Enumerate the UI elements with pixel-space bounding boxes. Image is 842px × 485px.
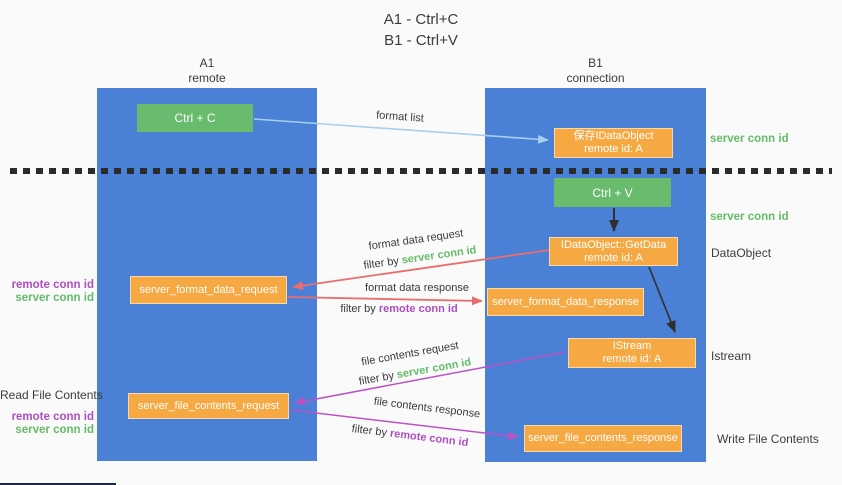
filter-by-text: filter by [357, 369, 398, 388]
server-conn-id-annotation-top: server conn id [710, 133, 789, 145]
server-conn-id-annotation-left-bottom: server conn id [15, 424, 94, 436]
file-contents-response-label: file contents response [373, 395, 481, 421]
filter-by-text: filter by [351, 422, 391, 440]
server-format-data-request-label: server_format_data_request [139, 283, 278, 296]
session-separator-dotted-line [10, 168, 832, 174]
remote-conn-id-key: remote conn id [378, 303, 458, 315]
idataobject-getdata-box: IDataObject::GetData remote id: A [549, 237, 678, 266]
ctrl-c-label: Ctrl + C [174, 111, 216, 125]
format-data-response-label: format data response [365, 282, 469, 294]
server-conn-id-annotation-left-top: server conn id [15, 292, 94, 304]
read-file-contents-annotation: Read File Contents [0, 388, 103, 402]
getdata-line2: remote id: A [584, 251, 643, 264]
save-idataobject-line1: 保存IDataObject [573, 130, 654, 142]
write-file-contents-annotation: Write File Contents [717, 432, 819, 446]
lane-a1-name: A1 [199, 56, 215, 70]
getdata-line1: IDataObject::GetData [560, 238, 667, 251]
server-file-contents-response-label: server_file_contents_response [528, 432, 678, 444]
server-file-contents-response-box: server_file_contents_response [524, 425, 682, 452]
filter-by-text: filter by [340, 303, 379, 315]
istream-line2: remote id: A [602, 353, 662, 365]
format-list-label: format list [375, 109, 425, 125]
dataobject-annotation: DataObject [711, 246, 772, 260]
remote-conn-id-key: remote conn id [389, 427, 469, 450]
lane-b1-name: B1 [588, 56, 603, 70]
istream-line1: IStream [612, 340, 652, 352]
ctrl-c-box: Ctrl + C [137, 104, 253, 132]
server-conn-id-annotation-mid: server conn id [710, 211, 789, 223]
title-line-a1: A1 - Ctrl+C [383, 11, 459, 28]
format-data-response-arrow [287, 296, 483, 306]
remote-conn-id-annotation-left-bottom: remote conn id [11, 411, 94, 423]
istream-box: IStream remote id: A [568, 338, 696, 368]
lane-header-a1: A1 remote [97, 56, 317, 86]
lane-header-b1: B1 connection [485, 56, 706, 86]
window-edge [0, 483, 116, 485]
server-file-contents-request-box: server_file_contents_request [128, 393, 289, 419]
save-idataobject-line2: remote id: A [584, 143, 643, 155]
istream-annotation: Istream [711, 349, 752, 363]
lane-a1-role: remote [188, 71, 226, 85]
server-format-data-request-box: server_format_data_request [130, 276, 287, 304]
remote-conn-id-annotation-left-top: remote conn id [11, 279, 94, 291]
file-contents-response-filter: filter by remote conn id [351, 423, 469, 449]
server-conn-id-key: server conn id [400, 244, 478, 267]
server-format-data-response-box: server_format_data_response [487, 288, 644, 316]
lane-b1-role: connection [566, 71, 625, 85]
server-format-data-response-label: server_format_data_response [492, 295, 639, 308]
title-line-b1: B1 - Ctrl+V [384, 32, 458, 49]
filter-by-text: filter by [362, 254, 403, 272]
ctrl-v-label: Ctrl + V [592, 185, 633, 200]
diagram-title: A1 - Ctrl+C B1 - Ctrl+V [0, 9, 842, 51]
save-idataobject-box: 保存IDataObject remote id: A [554, 128, 673, 158]
format-data-response-filter: filter by remote conn id [340, 303, 457, 315]
server-file-contents-request-label: server_file_contents_request [137, 399, 280, 412]
ctrl-v-box: Ctrl + V [554, 178, 671, 207]
